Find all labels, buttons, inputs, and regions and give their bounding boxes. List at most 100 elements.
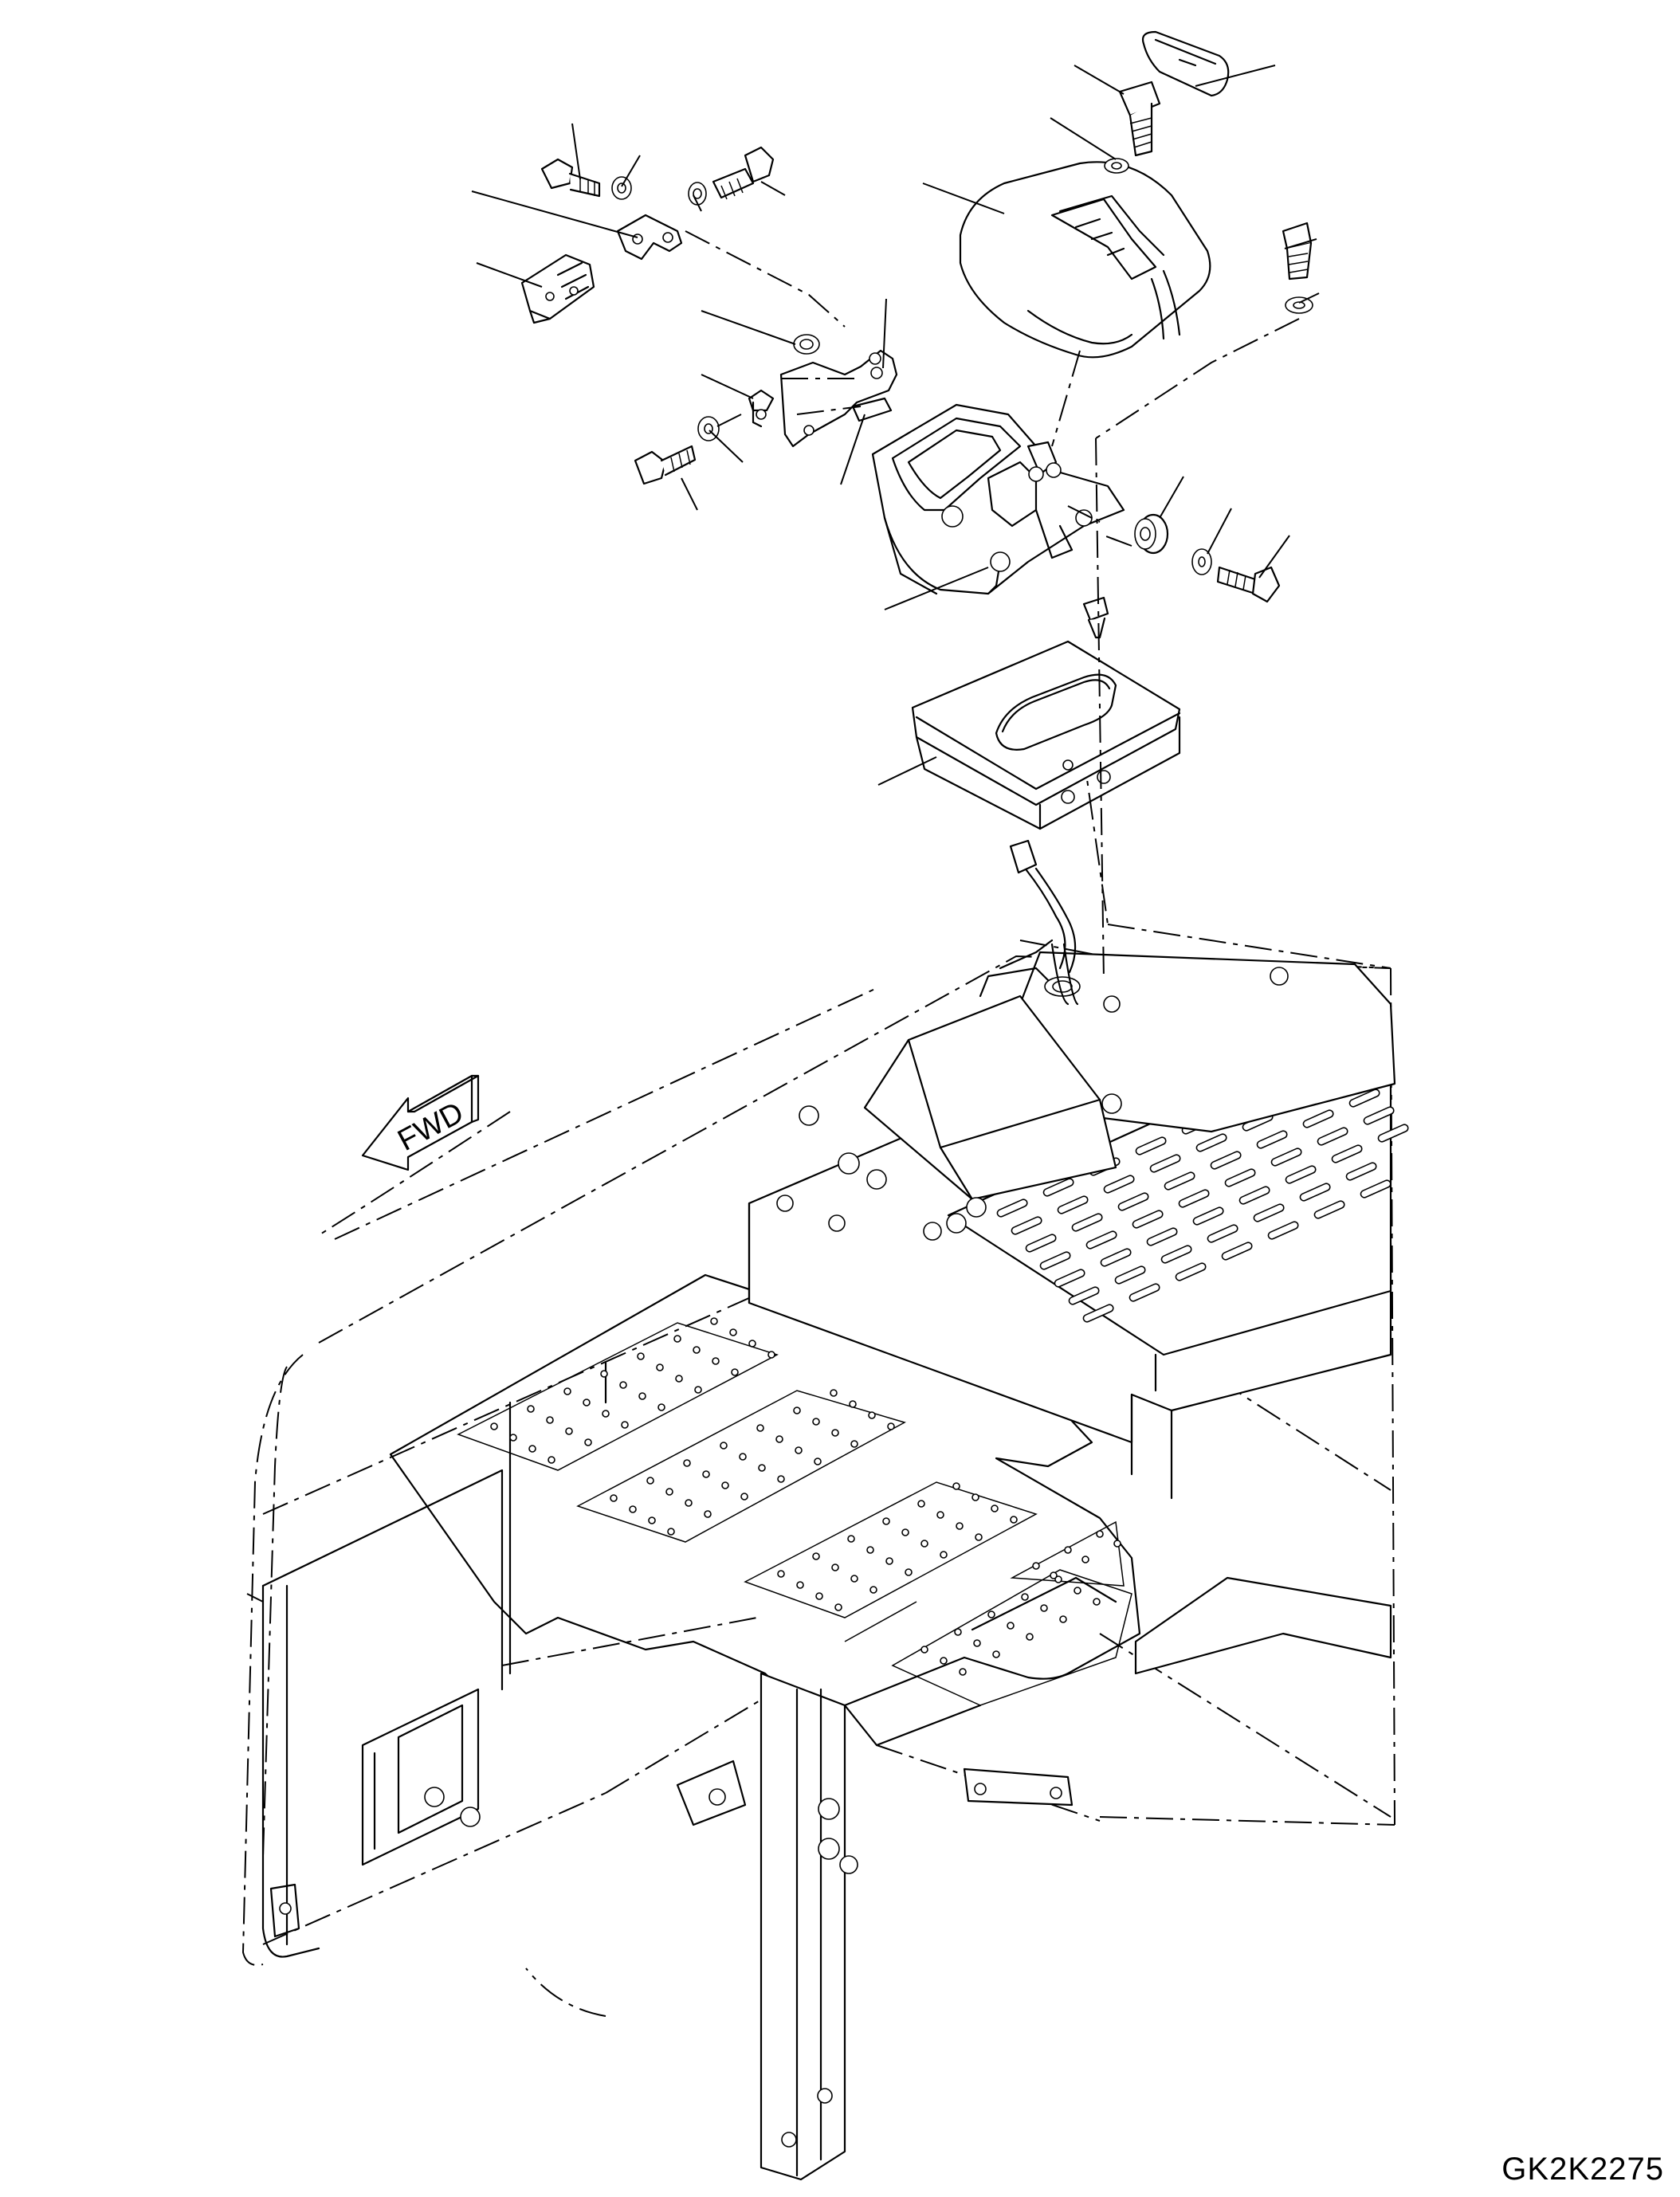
perforation-hole (667, 1528, 675, 1536)
perforation-hole (920, 1540, 928, 1548)
perforation-hole (758, 1464, 766, 1472)
perforation-hole (583, 1399, 591, 1406)
floor-perforations (490, 1317, 1121, 1676)
perforation-hole (602, 1410, 610, 1418)
perforation-hole (685, 1499, 693, 1507)
vent-slot (1135, 1136, 1167, 1155)
perforation-hole (991, 1505, 999, 1512)
vent-slot (1267, 1221, 1299, 1240)
perforation-hole (795, 1446, 803, 1454)
perforation-hole (1032, 1562, 1040, 1570)
vent-slot (1285, 1165, 1317, 1184)
perforation-hole (850, 1440, 858, 1448)
perforation-hole (812, 1552, 820, 1560)
fasteners (520, 80, 1313, 603)
perforation-hole (775, 1435, 783, 1443)
assembly-guide-lines (685, 230, 1300, 981)
perforation-hole (831, 1429, 839, 1437)
perforation-hole (694, 1386, 702, 1394)
handle-grip (1141, 30, 1230, 97)
perforation-hole (629, 1505, 637, 1513)
vent-slot (1331, 1144, 1363, 1163)
fwd-arrow-icon: FWD (361, 1074, 480, 1171)
perforation-hole (882, 1517, 890, 1525)
vent-slot (1175, 1262, 1207, 1281)
perforation-hole (1113, 1540, 1121, 1548)
vent-slot (1160, 1245, 1192, 1264)
perforation-hole (868, 1411, 876, 1419)
vent-slot (1210, 1151, 1242, 1170)
perforation-hole (546, 1416, 554, 1424)
mounting-plate (779, 349, 898, 448)
perforation-hole (720, 1442, 728, 1450)
perforation-hole (528, 1445, 536, 1453)
perforation-hole (936, 1511, 944, 1519)
perforation-hole (1096, 1530, 1104, 1538)
perforation-hole (956, 1522, 964, 1530)
perforation-hole (710, 1317, 718, 1325)
vent-slot (1129, 1283, 1160, 1302)
perforation-hole (971, 1493, 979, 1501)
perforation-hole (509, 1434, 517, 1442)
perforation-hole (621, 1421, 629, 1429)
vent-slot (1054, 1269, 1085, 1288)
perforation-hole (1093, 1598, 1101, 1606)
perforation-hole (887, 1422, 895, 1430)
vent-slot (1238, 1186, 1270, 1205)
vent-slot (1253, 1203, 1285, 1222)
vent-slot (1039, 1251, 1071, 1270)
vent-slot (1146, 1227, 1178, 1246)
perforation-hole (637, 1352, 645, 1360)
clip-nut-assembly (748, 334, 820, 428)
perforation-hole (1007, 1622, 1015, 1630)
perforation-hole (901, 1528, 909, 1536)
perforation-hole (1021, 1593, 1029, 1601)
floor-plate (389, 1273, 1141, 1747)
vent-slot (1082, 1304, 1114, 1323)
perforation-hole (665, 1488, 673, 1496)
installed-pedestal (776, 943, 1289, 1241)
perforation-hole (739, 1453, 747, 1461)
vent-slot (1360, 1179, 1391, 1199)
perforation-hole (675, 1375, 683, 1383)
vent-slot (1256, 1130, 1288, 1149)
perforation-hole (619, 1381, 627, 1389)
perforation-hole (952, 1482, 960, 1490)
vent-slot (1207, 1224, 1238, 1243)
vent-slot (1011, 1216, 1042, 1235)
vent-slot (1068, 1286, 1100, 1305)
perforation-hole (648, 1516, 656, 1524)
perforation-hole (975, 1533, 983, 1541)
perforation-hole (869, 1586, 877, 1594)
vent-slot (1057, 1195, 1089, 1214)
vent-slot (996, 1199, 1028, 1218)
control-housing (871, 403, 1125, 595)
perforation-hole (920, 1646, 928, 1654)
perforation-hole (638, 1392, 646, 1400)
wire-harness (1009, 839, 1077, 974)
support-post (676, 1672, 858, 2181)
perforation-hole (1026, 1633, 1034, 1641)
perforation-hole (905, 1568, 913, 1576)
perforation-hole (849, 1400, 857, 1408)
perforation-hole (729, 1328, 737, 1336)
perforation-hole (814, 1457, 822, 1465)
perforation-hole (866, 1546, 874, 1554)
vent-slot (1042, 1178, 1074, 1197)
perforation-hole (831, 1563, 839, 1571)
perforation-hole (830, 1389, 838, 1397)
drawing-code: GK2K2275 (1501, 2152, 1664, 2187)
vent-slot (1178, 1189, 1210, 1208)
perforation-hole (683, 1459, 691, 1467)
left-side-panel (261, 1361, 607, 1958)
perforation-hole (704, 1510, 712, 1518)
perforation-hole (673, 1335, 681, 1343)
vent-slot (1132, 1210, 1164, 1229)
vent-slot (1377, 1124, 1409, 1143)
vent-slot (1221, 1242, 1253, 1261)
perforation-hole (584, 1438, 592, 1446)
perforation-hole (731, 1368, 739, 1376)
perforation-hole (702, 1470, 710, 1478)
vent-slot (1317, 1127, 1348, 1146)
vent-slot (1363, 1106, 1395, 1125)
